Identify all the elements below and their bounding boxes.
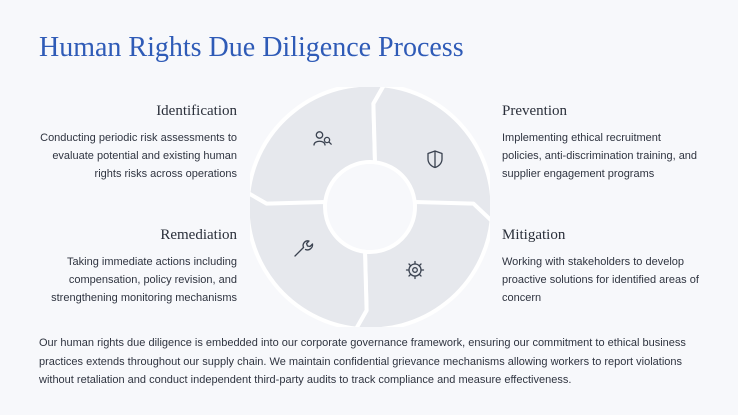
mitigation-block: Mitigation Working with stakeholders to … bbox=[502, 225, 702, 307]
identification-segment bbox=[250, 87, 386, 214]
prevention-heading: Prevention bbox=[502, 103, 567, 119]
footer-paragraph: Our human rights due diligence is embedd… bbox=[39, 337, 686, 386]
prevention-segment bbox=[371, 87, 490, 223]
identification-description: Conducting periodic risk assessments to … bbox=[40, 132, 237, 180]
remediation-heading: Remediation bbox=[160, 227, 237, 243]
mitigation-description: Working with stakeholders to develop pro… bbox=[502, 256, 699, 304]
remediation-segment bbox=[250, 191, 369, 327]
gear-icon bbox=[405, 260, 425, 280]
process-cycle-diagram bbox=[250, 87, 490, 327]
identification-heading: Identification bbox=[156, 103, 237, 119]
remediation-description: Taking immediate actions including compe… bbox=[51, 256, 237, 304]
shield-icon bbox=[427, 150, 443, 169]
prevention-block: Prevention Implementing ethical recruitm… bbox=[502, 101, 702, 183]
remediation-block: Remediation Taking immediate actions inc… bbox=[37, 225, 237, 307]
prevention-description: Implementing ethical recruitment policie… bbox=[502, 132, 698, 180]
page-title: Human Rights Due Diligence Process bbox=[39, 32, 464, 63]
wrench-icon bbox=[294, 240, 314, 257]
mitigation-segment bbox=[354, 200, 490, 327]
identification-block: Identification Conducting periodic risk … bbox=[37, 101, 237, 183]
mitigation-heading: Mitigation bbox=[502, 227, 566, 243]
center-hole bbox=[327, 164, 413, 250]
users-search-icon bbox=[313, 131, 332, 146]
